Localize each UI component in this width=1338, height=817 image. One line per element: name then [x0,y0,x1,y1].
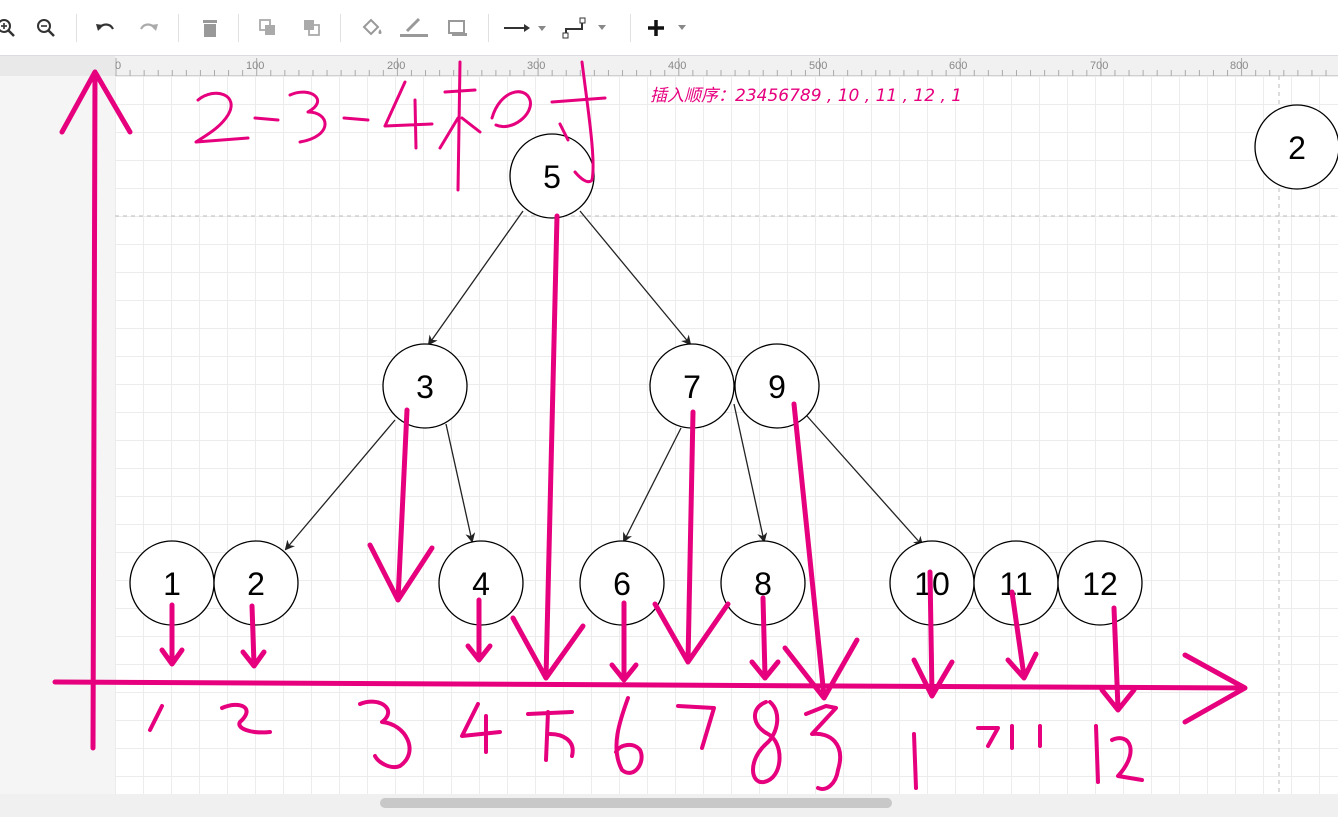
to-back-icon[interactable] [300,14,324,42]
redo-icon[interactable] [136,14,160,42]
proj-arrow-4 [465,597,493,663]
node-label: 9 [768,369,786,405]
proj-arrow-9 [782,401,860,701]
horizontal-axis-arrow [52,652,1248,725]
separator [76,14,77,42]
handwritten-title [194,60,607,192]
node-label: 1 [163,566,181,602]
proj-arrow-6 [609,600,639,683]
node-side-2[interactable]: 2 [1254,104,1338,190]
zoom-out-icon[interactable] [34,14,58,42]
delete-icon[interactable] [198,14,222,42]
handwritten-annotations [52,60,1248,791]
ruler-label-400: 400 [668,60,686,72]
node-9[interactable]: 9 [734,343,820,429]
undo-icon[interactable] [94,14,118,42]
ruler-label-100: 100 [246,60,264,72]
edge-7-6 [623,427,682,543]
ruler-label-200: 200 [387,60,405,72]
node-11[interactable]: 11 [973,540,1059,626]
separator [630,14,631,42]
node-8[interactable]: 8 [720,540,806,626]
separator [340,14,341,42]
tree-edges [284,210,924,551]
edge-5-3 [427,210,524,346]
node-4[interactable]: 4 [438,540,524,626]
handwritten-projection-labels [148,696,1144,791]
edge-5-7 [579,210,692,346]
node-label: 3 [416,369,434,405]
diagram-canvas[interactable] [115,76,1338,794]
ruler-label-500: 500 [809,60,827,72]
separator [178,14,179,42]
separator [488,14,489,42]
node-5[interactable]: 5 [509,133,595,219]
insert-icon[interactable] [644,14,694,42]
node-2[interactable]: 2 [213,540,299,626]
vertical-axis-arrow [59,69,133,751]
edge-3-4 [445,423,476,543]
node-label: 8 [754,566,772,602]
diagram-svg: 5 3 7 9 1 2 4 6 8 10 11 12 2 插入顺序：234567… [52,60,1338,794]
line-color-icon[interactable] [398,14,430,42]
node-label: 11 [999,566,1032,602]
proj-arrow-10 [911,569,955,699]
node-label: 5 [543,159,561,195]
proj-arrow-3 [367,407,435,603]
proj-arrow-7 [652,409,731,665]
waypoints-icon[interactable] [562,14,612,42]
scrollbar-thumb[interactable] [380,798,892,808]
edge-9-10 [806,415,924,547]
to-front-icon[interactable] [256,14,280,42]
node-label: 4 [472,566,490,602]
toolbar [0,0,1338,56]
node-label: 2 [1288,130,1306,166]
ruler-label-600: 600 [949,60,967,72]
connection-icon[interactable] [502,14,550,42]
proj-arrow-2 [240,603,267,669]
proj-arrow-1 [159,602,185,667]
node-label: 6 [613,566,631,602]
node-label: 2 [247,566,265,602]
proj-arrow-8 [749,595,781,681]
zoom-in-icon[interactable] [0,14,18,42]
node-label: 7 [683,369,701,405]
shadow-icon[interactable] [446,14,470,42]
proj-arrow-11 [1005,589,1039,681]
ruler-label-0: 0 [115,60,121,72]
node-3[interactable]: 3 [382,343,468,429]
proj-arrow-12 [1099,605,1137,713]
horizontal-ruler: 0 100 200 300 400 500 600 700 800 [115,56,1338,76]
proj-arrow-5 [510,213,586,681]
insertion-order-note: 插入顺序：23456789 , 10 , 11 , 12 , 1 [650,86,962,106]
ruler-corner [0,56,115,76]
fill-color-icon[interactable] [358,14,386,42]
ruler-label-300: 300 [527,60,545,72]
ruler-label-700: 700 [1090,60,1108,72]
edge-7-8 [733,403,768,543]
ruler-label-800: 800 [1230,60,1248,72]
separator [238,14,239,42]
edge-3-2 [284,419,396,551]
tree-nodes: 5 3 7 9 1 2 4 6 8 10 11 12 2 [129,104,1338,626]
node-label: 12 [1082,566,1118,602]
node-6[interactable]: 6 [579,540,665,626]
node-12[interactable]: 12 [1057,540,1143,626]
horizontal-scrollbar[interactable] [0,794,1338,817]
